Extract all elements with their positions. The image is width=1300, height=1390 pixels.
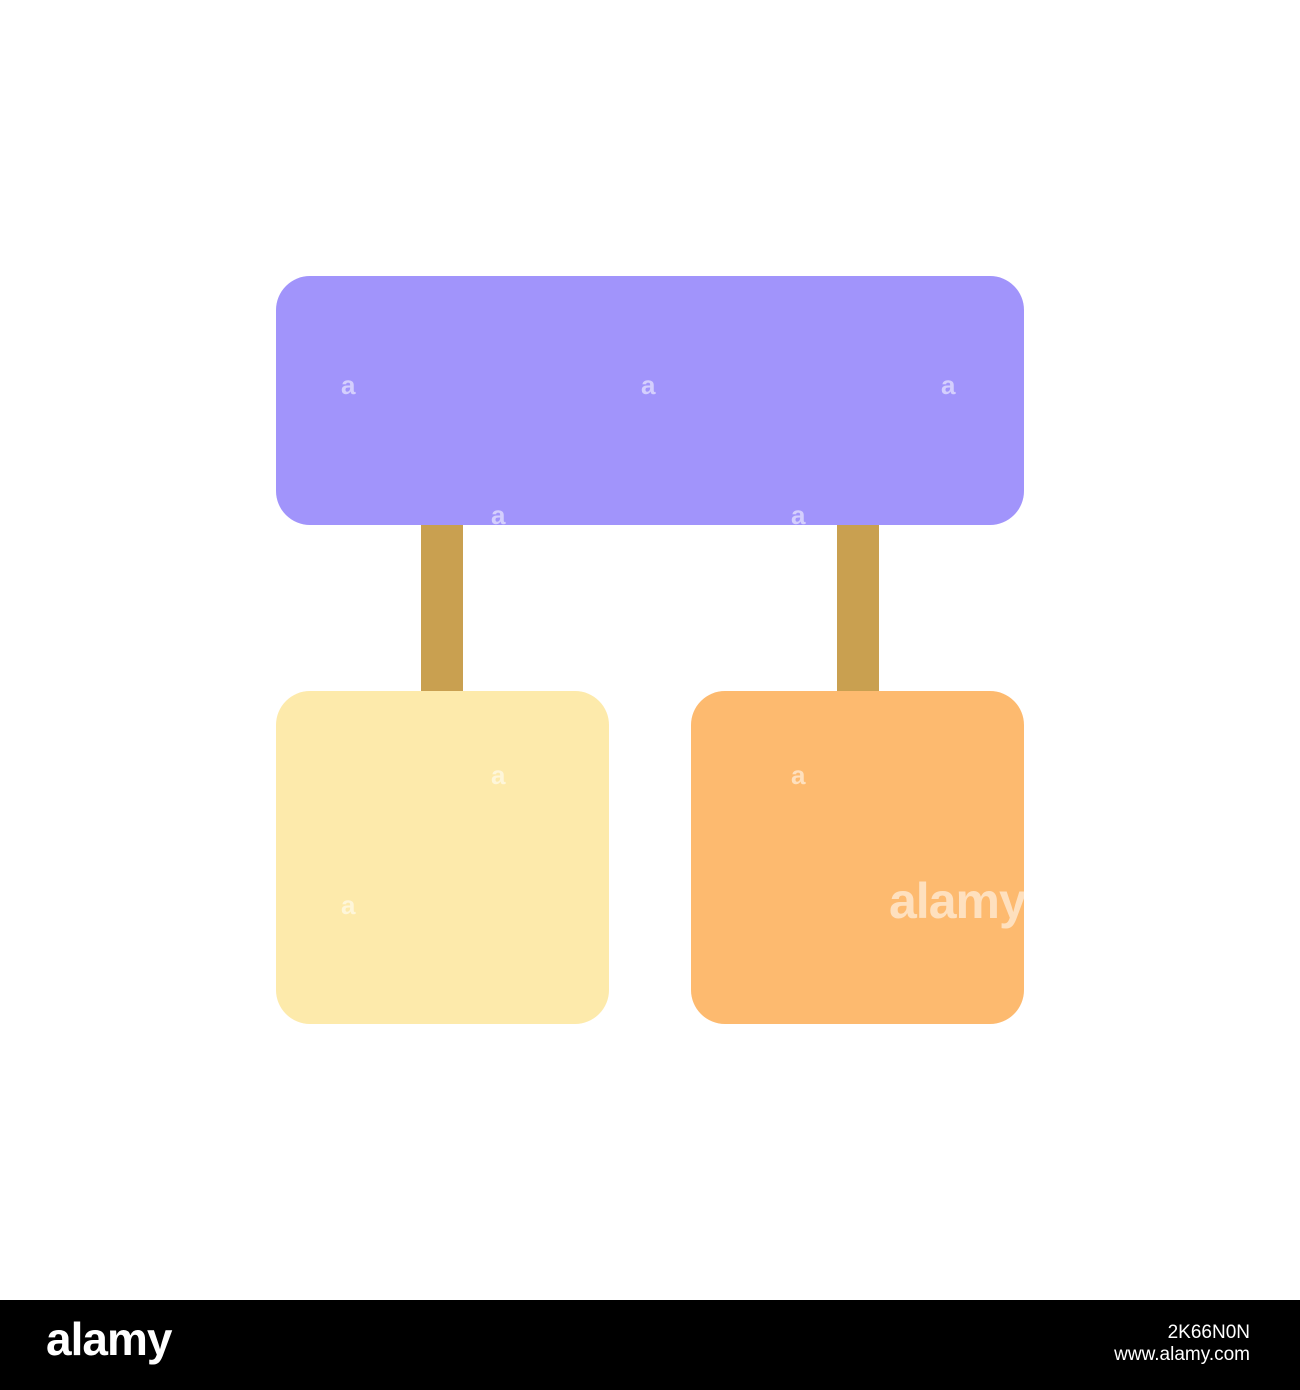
watermark-mark: a <box>791 500 806 530</box>
footer-bar: alamy 2K66N0N www.alamy.com <box>0 1300 1300 1390</box>
diagram-canvas: a a a a a a a a alamy <box>276 276 1027 1024</box>
footer-image-id: 2K66N0N <box>1167 1322 1250 1343</box>
node-right <box>691 691 1024 1024</box>
connector-top-to-right <box>837 525 879 691</box>
watermark-mark: a <box>941 370 956 400</box>
footer-logo: alamy <box>46 1313 172 1365</box>
watermark-mark: a <box>491 500 506 530</box>
footer-site: www.alamy.com <box>1114 1343 1250 1365</box>
watermark-brand: alamy <box>889 873 1027 929</box>
watermark-mark: a <box>791 760 806 790</box>
node-top <box>276 276 1024 525</box>
watermark-mark: a <box>341 890 356 920</box>
footer-image-info: 2K66N0N www.alamy.com <box>1114 1322 1250 1366</box>
watermark-mark: a <box>341 370 356 400</box>
watermark-mark: a <box>491 760 506 790</box>
connector-top-to-left <box>421 525 463 691</box>
node-left <box>276 691 609 1024</box>
watermark-mark: a <box>641 370 656 400</box>
